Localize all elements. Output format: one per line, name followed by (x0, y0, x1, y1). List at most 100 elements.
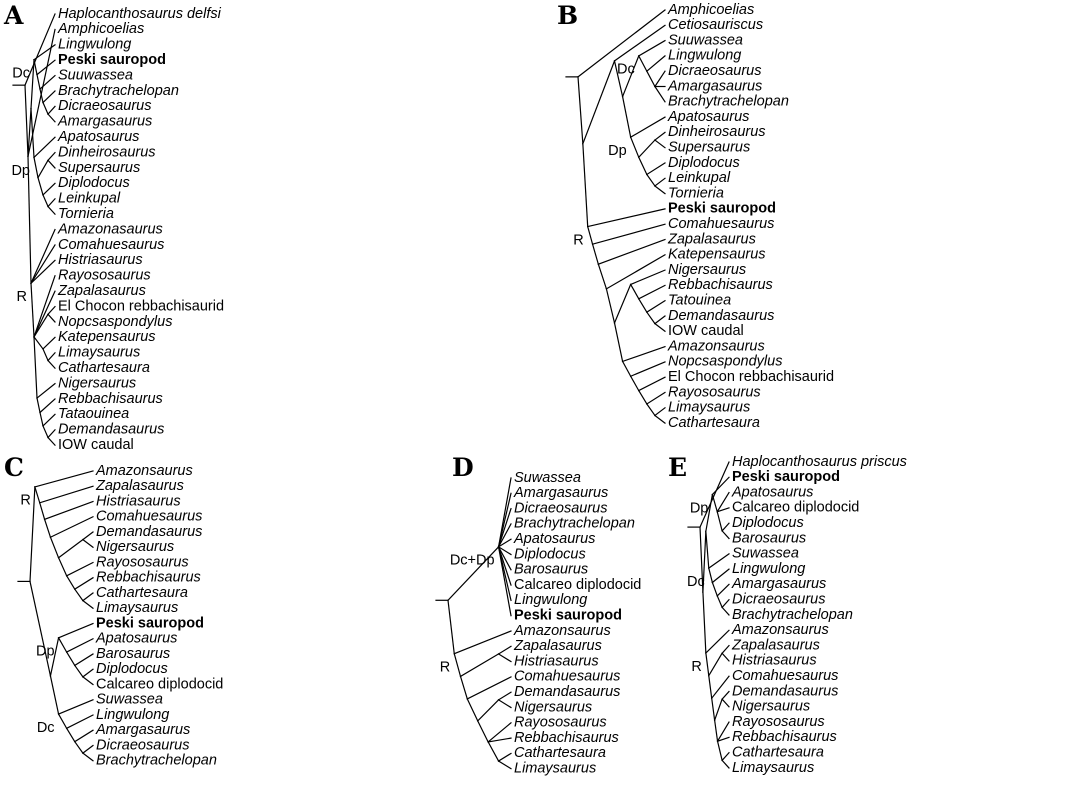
branch-line (629, 283, 640, 300)
branch-line (33, 336, 38, 399)
branch-line (42, 413, 56, 427)
branch-line (654, 177, 666, 187)
branch-line (57, 622, 94, 639)
branch-line (707, 652, 723, 677)
branch-line (605, 288, 616, 324)
branch-line (497, 645, 512, 655)
branch-line (710, 675, 730, 700)
taxon-label-nopcsaspondylus: Nopcsaspondylus (668, 354, 782, 370)
panel-b: B AmphicoeliasCetiosauriscusSuuwasseaLin… (557, 1, 834, 431)
branch-line (621, 360, 632, 378)
branch-line (629, 116, 666, 139)
branch-line (713, 698, 723, 721)
branch-line (597, 263, 608, 290)
taxon-label-barosaurus: Barosaurus (514, 562, 588, 578)
branch-line (497, 538, 512, 548)
taxon-label-rayososaurus: Rayososaurus (514, 715, 607, 731)
branch-line (47, 313, 56, 323)
clade-label-dc: Dc (37, 720, 55, 736)
branch-line (646, 391, 666, 405)
taxon-label-iow-caudal: IOW caudal (58, 437, 134, 453)
taxon-label-amargasaurus: Amargasaurus (95, 722, 190, 738)
taxon-label-amphicoelias: Amphicoelias (667, 2, 754, 18)
branch-line (33, 336, 44, 350)
branch-line (476, 699, 500, 722)
branch-line (629, 136, 640, 159)
branch-line (654, 315, 666, 325)
clade-label-r: R (440, 660, 450, 676)
taxon-label-demandasaurus: Demandasaurus (96, 524, 202, 540)
branch-line (637, 39, 666, 57)
panel-letter-e: E (668, 453, 687, 482)
branch-line (613, 60, 624, 98)
branch-line (711, 697, 716, 721)
branch-line (654, 185, 666, 195)
branch-line (43, 518, 52, 538)
branch-line (654, 85, 666, 103)
branch-line (49, 675, 60, 715)
branch-line (37, 176, 44, 196)
taxon-label-zapalasaurus: Zapalasaurus (95, 478, 184, 494)
clade-label-dc: Dc (687, 574, 705, 590)
branch-line (645, 311, 656, 325)
branch-line (30, 228, 56, 285)
taxon-label-supersaurus: Supersaurus (58, 160, 140, 176)
branch-line (39, 398, 56, 414)
taxon-label-dicraeosaurus: Dicraeosaurus (58, 98, 152, 114)
taxon-label-zapalasaurus: Zapalasaurus (667, 231, 756, 247)
branch-line (73, 576, 94, 591)
panel-letter-d: D (452, 453, 474, 482)
taxon-label-amargasaurus: Amargasaurus (667, 78, 762, 94)
branch-line (65, 637, 94, 653)
taxon-label-amargasaurus: Amargasaurus (513, 485, 608, 501)
branch-line (702, 591, 707, 654)
branch-line (65, 727, 76, 743)
branch-line (57, 713, 68, 730)
taxon-label-brachytrachelopan: Brachytrachelopan (732, 607, 853, 623)
taxon-label-katepensaurus: Katepensaurus (668, 247, 766, 263)
branch-line (654, 322, 666, 333)
taxon-label-amazonsaurus: Amazonsaurus (667, 338, 765, 354)
panel-c: C AmazonsaurusZapalasaurusHistriasaurusC… (4, 453, 223, 769)
taxon-label-demandasaurus: Demandasaurus (732, 683, 838, 699)
branch-line (637, 297, 648, 313)
taxon-label-apatosaurus: Apatosaurus (95, 631, 177, 647)
panel-letter-c: C (4, 453, 24, 482)
branch-line (497, 691, 512, 701)
branch-line (637, 55, 648, 73)
clade-label-r: R (691, 659, 701, 675)
branch-line (47, 105, 56, 115)
branch-line (38, 502, 46, 521)
branch-line (57, 556, 68, 577)
branch-line (33, 275, 56, 338)
branch-line (65, 651, 76, 667)
branch-line (645, 173, 656, 187)
taxon-label-amargasaurus: Amargasaurus (731, 576, 826, 592)
taxon-label-diplodocus: Diplodocus (96, 661, 168, 677)
branch-line (654, 131, 666, 141)
taxon-label-comahuesaurus: Comahuesaurus (96, 509, 202, 525)
taxon-label-peski-sauropod: Peski sauropod (732, 469, 840, 485)
branch-line (705, 530, 710, 569)
branch-line (637, 389, 648, 405)
branch-line (721, 598, 730, 609)
taxon-label-comahuesaurus: Comahuesaurus (732, 668, 838, 684)
taxon-label-supersaurus: Supersaurus (668, 140, 750, 156)
branch-line (73, 653, 94, 667)
branch-line (39, 88, 44, 104)
branch-line (47, 436, 56, 447)
branch-line (637, 376, 666, 392)
panel-letter-a: A (3, 1, 24, 30)
taxon-label-katepensaurus: Katepensaurus (58, 329, 156, 345)
taxon-label-peski-sauropod: Peski sauropod (514, 608, 622, 624)
taxon-label-brachytrachelopan: Brachytrachelopan (58, 83, 179, 99)
branch-line (65, 714, 94, 730)
clade-label-dp: Dp (690, 500, 709, 516)
taxon-label-lingwulong: Lingwulong (514, 592, 587, 608)
branch-line (73, 588, 84, 602)
branch-line (38, 485, 94, 504)
branch-line (646, 162, 666, 176)
branch-line (65, 575, 76, 591)
